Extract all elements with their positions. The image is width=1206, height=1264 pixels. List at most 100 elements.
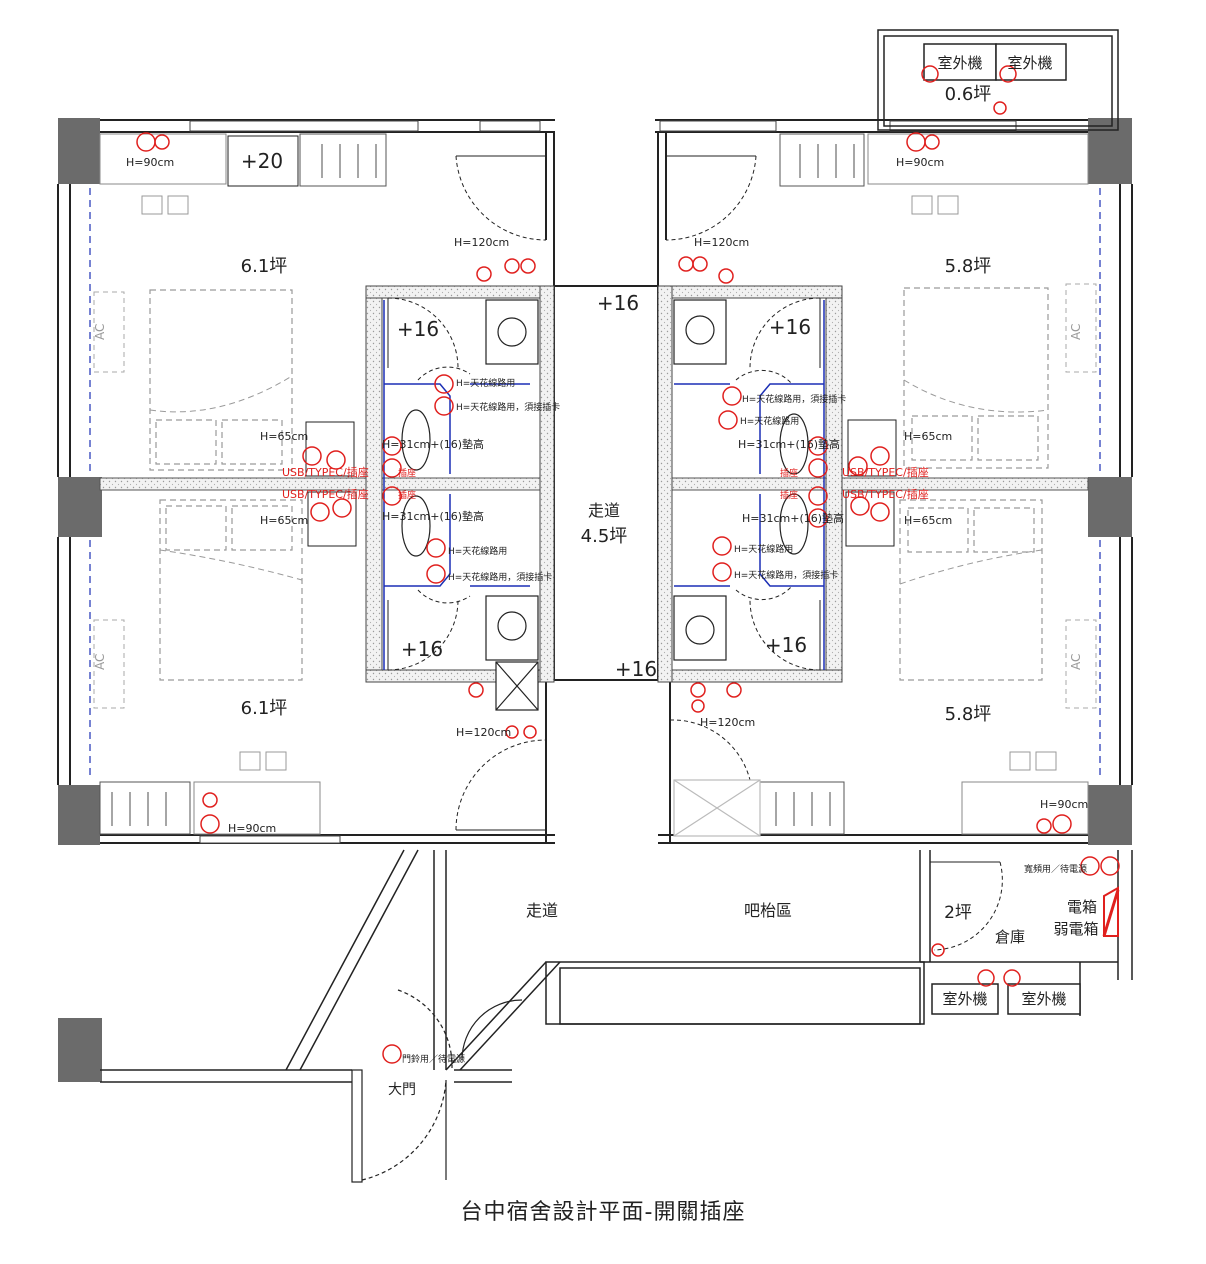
ac-outdoor-label: 室外機 bbox=[1007, 54, 1052, 72]
desks bbox=[99, 133, 1089, 835]
socket-icon bbox=[136, 132, 156, 152]
bar-area-name: 吧枱區 bbox=[744, 901, 792, 920]
structural-columns bbox=[58, 118, 1132, 1082]
note-ceiling-card: H=天花線路用，須接插卡 bbox=[734, 569, 838, 581]
sink-basin bbox=[685, 315, 715, 345]
bathroom-doors bbox=[387, 297, 821, 671]
sink-basin bbox=[685, 615, 715, 645]
switch-icon bbox=[523, 725, 537, 739]
socket-icon bbox=[906, 132, 926, 152]
ac-label: AC bbox=[93, 324, 107, 340]
height-label: H=120cm bbox=[694, 236, 749, 249]
socket-icon bbox=[382, 486, 402, 506]
socket-note: 插座 bbox=[398, 467, 416, 479]
chairs bbox=[141, 195, 1057, 771]
note-ceiling-card: H=天花線路用，須接插卡 bbox=[742, 393, 846, 405]
usb-note: USB/TYPEC/插座 bbox=[842, 487, 929, 501]
column bbox=[58, 477, 102, 537]
socket-icon bbox=[426, 538, 446, 558]
ac-outdoor-label: 室外機 bbox=[942, 990, 987, 1008]
storage-area: 2坪 bbox=[944, 903, 972, 923]
entrance-name: 大門 bbox=[388, 1082, 416, 1098]
level-plus20: +20 bbox=[241, 149, 283, 173]
storage-door bbox=[930, 861, 1003, 951]
bathroom-door-leaves bbox=[387, 298, 821, 670]
note-ceiling-card: H=天花線路用，須接插卡 bbox=[456, 401, 560, 413]
usb-note: USB/TYPEC/插座 bbox=[282, 465, 369, 479]
switch-icon bbox=[692, 256, 708, 272]
usb-note: USB/TYPEC/插座 bbox=[842, 465, 929, 479]
socket-icon bbox=[1052, 814, 1072, 834]
height-label: H=31cm+(16)墊高 bbox=[742, 511, 844, 525]
height-label: H=120cm bbox=[456, 726, 511, 739]
hangers bbox=[111, 144, 855, 826]
column bbox=[1088, 785, 1132, 845]
socket-icon bbox=[1080, 856, 1100, 876]
height-label: H=90cm bbox=[228, 822, 276, 835]
switch-icon bbox=[520, 258, 536, 274]
socket-icon bbox=[712, 536, 732, 556]
column bbox=[58, 785, 100, 845]
height-label: H=120cm bbox=[700, 716, 755, 729]
switch-icon bbox=[1036, 818, 1052, 834]
switch-icon bbox=[678, 256, 694, 272]
height-label: H=90cm bbox=[126, 156, 174, 169]
ac-outdoor-label: 室外機 bbox=[1021, 990, 1066, 1008]
room-area-bottom-right: 5.8坪 bbox=[945, 704, 992, 725]
switch-icon bbox=[202, 792, 218, 808]
column bbox=[58, 1018, 102, 1082]
room-doors bbox=[455, 155, 757, 831]
bathroom-blue-lines bbox=[383, 300, 825, 670]
switch-icon bbox=[870, 502, 890, 522]
note-ceiling-card: H=天花線路用，須接插卡 bbox=[448, 571, 552, 583]
storage-name: 倉庫 bbox=[995, 928, 1025, 946]
socket-icon bbox=[999, 65, 1017, 83]
shafts bbox=[495, 661, 761, 837]
socket-note: 插座 bbox=[398, 489, 416, 501]
level-plus16: +16 bbox=[397, 317, 439, 341]
room-area-bottom-left: 6.1坪 bbox=[241, 698, 288, 719]
level-plus16: +16 bbox=[769, 315, 811, 339]
note-ceiling: H=天花線路用 bbox=[456, 377, 515, 389]
height-label: H=65cm bbox=[260, 514, 308, 527]
electric-box-label: 電箱 bbox=[1067, 898, 1097, 916]
switch-icon bbox=[690, 682, 706, 698]
socket-icon bbox=[200, 814, 220, 834]
ac-label: AC bbox=[1069, 324, 1083, 340]
height-label: H=31cm+(16)墊高 bbox=[382, 509, 484, 523]
center-partition bbox=[99, 477, 1089, 491]
switch-icon bbox=[504, 258, 520, 274]
curtain-lines bbox=[89, 188, 1101, 780]
bed-covers bbox=[149, 375, 1049, 585]
level-plus16: +16 bbox=[615, 657, 657, 681]
lower-corridor-name: 走道 bbox=[526, 901, 558, 920]
corridor-walls bbox=[545, 132, 671, 843]
corridor-name: 走道 bbox=[588, 501, 620, 520]
socket-icon bbox=[977, 969, 995, 987]
switch-icon bbox=[476, 266, 492, 282]
height-label: H=120cm bbox=[454, 236, 509, 249]
switch-icon bbox=[870, 446, 890, 466]
entrance-door bbox=[351, 989, 523, 1183]
socket-icon bbox=[1100, 856, 1120, 876]
height-label: H=65cm bbox=[904, 430, 952, 443]
height-label: H=31cm+(16)墊高 bbox=[738, 437, 840, 451]
socket-icon bbox=[332, 498, 352, 518]
socket-icon bbox=[808, 508, 828, 528]
socket-icon bbox=[921, 65, 939, 83]
socket-icon bbox=[1003, 969, 1021, 987]
socket-icon bbox=[434, 374, 454, 394]
room-area-top-left: 6.1坪 bbox=[241, 256, 288, 277]
beds bbox=[149, 287, 1049, 681]
note-door-bell: 門鈴用／待電源 bbox=[402, 1053, 465, 1065]
socket-icon bbox=[808, 486, 828, 506]
socket-icon bbox=[382, 1044, 402, 1064]
ac-units bbox=[93, 283, 1097, 709]
socket-icon bbox=[808, 458, 828, 478]
ac-label: AC bbox=[93, 654, 107, 670]
switch-icon bbox=[154, 134, 170, 150]
socket-icon bbox=[850, 496, 870, 516]
toilets bbox=[401, 409, 809, 557]
height-label: H=65cm bbox=[904, 514, 952, 527]
